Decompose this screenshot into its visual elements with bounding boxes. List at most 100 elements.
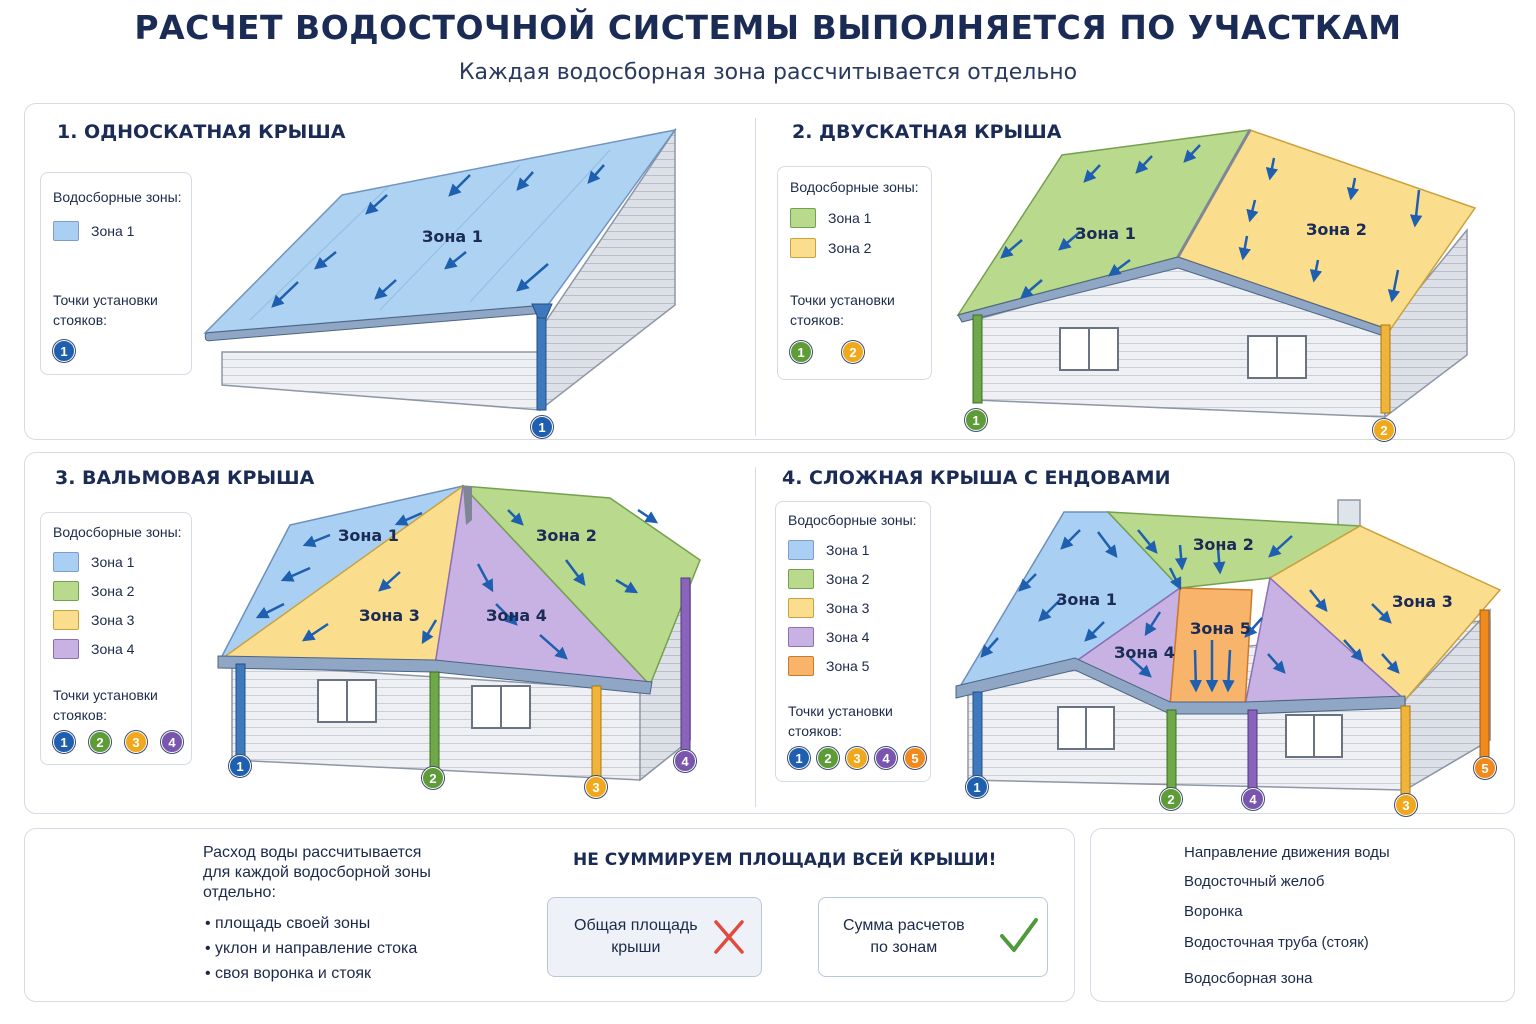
swatch-zone-5 bbox=[788, 656, 814, 676]
key-water-direction: Направление движения воды bbox=[1184, 844, 1390, 861]
point-4-badge: 4 bbox=[875, 747, 897, 769]
downspout-1-badge: 1 bbox=[966, 776, 988, 798]
points-heading-line-1: Точки установки bbox=[53, 292, 158, 308]
points-row: 1 2 3 4 bbox=[53, 731, 183, 753]
roof-label-zone-5: Зона 5 bbox=[1190, 619, 1251, 638]
point-1-badge: 1 bbox=[788, 747, 810, 769]
section-3-legend: Водосборные зоны: Зона 1 Зона 2 Зона 3 З… bbox=[40, 512, 192, 765]
wrong-method-box: Общая площадь крыши bbox=[547, 897, 762, 977]
downspout-2-badge: 2 bbox=[422, 767, 444, 789]
legend-zone-label: Зона 4 bbox=[826, 629, 870, 645]
section-4-legend: Водосборные зоны: Зона 1 Зона 2 Зона 3 З… bbox=[775, 501, 931, 782]
legend-zone-label: Зона 1 bbox=[91, 223, 135, 239]
top-panel-divider bbox=[755, 118, 756, 436]
roof-label-zone-4: Зона 4 bbox=[1114, 643, 1175, 662]
legend-zone-1: Зона 1 bbox=[788, 539, 869, 561]
swatch-zone-2 bbox=[788, 569, 814, 589]
legend-zone-label: Зона 3 bbox=[826, 600, 870, 616]
legend-zone-label: Зона 1 bbox=[828, 210, 872, 226]
legend-zone-1: Зона 1 bbox=[53, 551, 134, 573]
swatch-zone-4 bbox=[53, 639, 79, 659]
wrong-method-text: Общая площадь крыши bbox=[574, 915, 698, 959]
house-gable bbox=[956, 129, 1477, 419]
page-subtitle: Каждая водосборная зона рассчитывается о… bbox=[458, 60, 1078, 85]
roof-label-zone-2: Зона 2 bbox=[1306, 220, 1367, 239]
swatch-zone-1 bbox=[53, 552, 79, 572]
roof-label-zone-3: Зона 3 bbox=[359, 606, 420, 625]
points-heading-line-2: стояков: bbox=[53, 707, 108, 723]
point-1-badge: 1 bbox=[53, 731, 75, 753]
house-single-pitch bbox=[203, 127, 677, 412]
section-1-legend: Водосборные зоны: Зона 1 Точки установки… bbox=[40, 172, 192, 375]
roof-label-zone-3: Зона 3 bbox=[1392, 592, 1453, 611]
points-heading-line-2: стояков: bbox=[53, 312, 108, 328]
note-bullet-2: • уклон и направление стока bbox=[205, 940, 418, 957]
point-2-badge: 2 bbox=[842, 341, 864, 363]
legend-zone-label: Зона 2 bbox=[828, 240, 872, 256]
legend-zone-3: Зона 3 bbox=[53, 609, 134, 631]
section-3-title: 3. ВАЛЬМОВАЯ КРЫША bbox=[55, 467, 315, 489]
key-gutter: Водосточный желоб bbox=[1184, 873, 1325, 890]
point-2-badge: 2 bbox=[89, 731, 111, 753]
note-bullet-1: • площадь своей зоны bbox=[205, 915, 371, 932]
legend-zone-2: Зона 2 bbox=[790, 237, 871, 259]
section-2-legend: Водосборные зоны: Зона 1 Зона 2 Точки ус… bbox=[777, 166, 932, 380]
points-row: 1 2 3 4 5 bbox=[788, 747, 926, 769]
points-row: 1 2 bbox=[790, 341, 864, 363]
note-line-1: Расход воды рассчитывается bbox=[203, 844, 422, 861]
downspout-3-badge: 3 bbox=[585, 776, 607, 798]
points-heading: Точки установки стояков: bbox=[53, 685, 158, 725]
swatch-zone-4 bbox=[788, 627, 814, 647]
points-heading-line-1: Точки установки bbox=[790, 292, 895, 308]
swatch-zone-1 bbox=[788, 540, 814, 560]
key-funnel: Воронка bbox=[1184, 903, 1243, 920]
downspout-5-badge: 5 bbox=[1474, 757, 1496, 779]
point-5-badge: 5 bbox=[904, 747, 926, 769]
swatch-zone-2 bbox=[790, 238, 816, 258]
roof-label-zone-1: Зона 1 bbox=[1075, 224, 1136, 243]
point-2-badge: 2 bbox=[817, 747, 839, 769]
right-method-line-2: по зонам bbox=[870, 939, 938, 956]
point-1-badge: 1 bbox=[53, 340, 75, 362]
point-1-badge: 1 bbox=[790, 341, 812, 363]
legend-zone-label: Зона 5 bbox=[826, 658, 870, 674]
roof-label-zone-1: Зона 1 bbox=[422, 227, 483, 246]
point-3-badge: 3 bbox=[125, 731, 147, 753]
legend-zone-1: Зона 1 bbox=[790, 207, 871, 229]
downspout-1-badge: 1 bbox=[965, 409, 987, 431]
note-line-3: отдельно: bbox=[203, 884, 276, 901]
note-bullet-3: • своя воронка и стояк bbox=[205, 965, 372, 982]
roof-label-zone-1: Зона 1 bbox=[1056, 590, 1117, 609]
swatch-zone-2 bbox=[53, 581, 79, 601]
points-heading: Точки установки стояков: bbox=[53, 290, 158, 330]
right-method-text: Сумма расчетов по зонам bbox=[843, 915, 965, 959]
downspout-3-badge: 3 bbox=[1395, 794, 1417, 816]
section-1-title: 1. ОДНОСКАТНАЯ КРЫША bbox=[57, 121, 346, 143]
points-heading-line-1: Точки установки bbox=[788, 703, 893, 719]
legend-zone-5: Зона 5 bbox=[788, 655, 869, 677]
downspout-4-badge: 4 bbox=[674, 750, 696, 772]
right-method-line-1: Сумма расчетов bbox=[843, 917, 965, 934]
wrong-method-line-1: Общая площадь bbox=[574, 917, 698, 934]
legend-zone-label: Зона 2 bbox=[91, 583, 135, 599]
legend-zone-label: Зона 1 bbox=[826, 542, 870, 558]
legend-heading: Водосборные зоны: bbox=[790, 179, 919, 195]
key-panel bbox=[1090, 828, 1515, 1002]
legend-zone-label: Зона 3 bbox=[91, 612, 135, 628]
middle-panel-divider bbox=[755, 467, 756, 807]
note-text: Расход воды рассчитывается для каждой во… bbox=[203, 843, 431, 903]
legend-zone-label: Зона 1 bbox=[91, 554, 135, 570]
legend-heading: Водосборные зоны: bbox=[53, 524, 182, 540]
point-4-badge: 4 bbox=[161, 731, 183, 753]
note-line-2: для каждой водосборной зоны bbox=[203, 864, 431, 881]
points-row: 1 bbox=[53, 340, 75, 362]
points-heading-line-2: стояков: bbox=[790, 312, 845, 328]
right-method-box: Сумма расчетов по зонам bbox=[818, 897, 1048, 977]
legend-zone-2: Зона 2 bbox=[53, 580, 134, 602]
wrong-method-line-2: крыши bbox=[611, 939, 661, 956]
house-hip bbox=[217, 484, 701, 782]
legend-heading: Водосборные зоны: bbox=[788, 512, 917, 528]
points-heading: Точки установки стояков: bbox=[788, 701, 893, 741]
downspout-2-badge: 2 bbox=[1160, 788, 1182, 810]
